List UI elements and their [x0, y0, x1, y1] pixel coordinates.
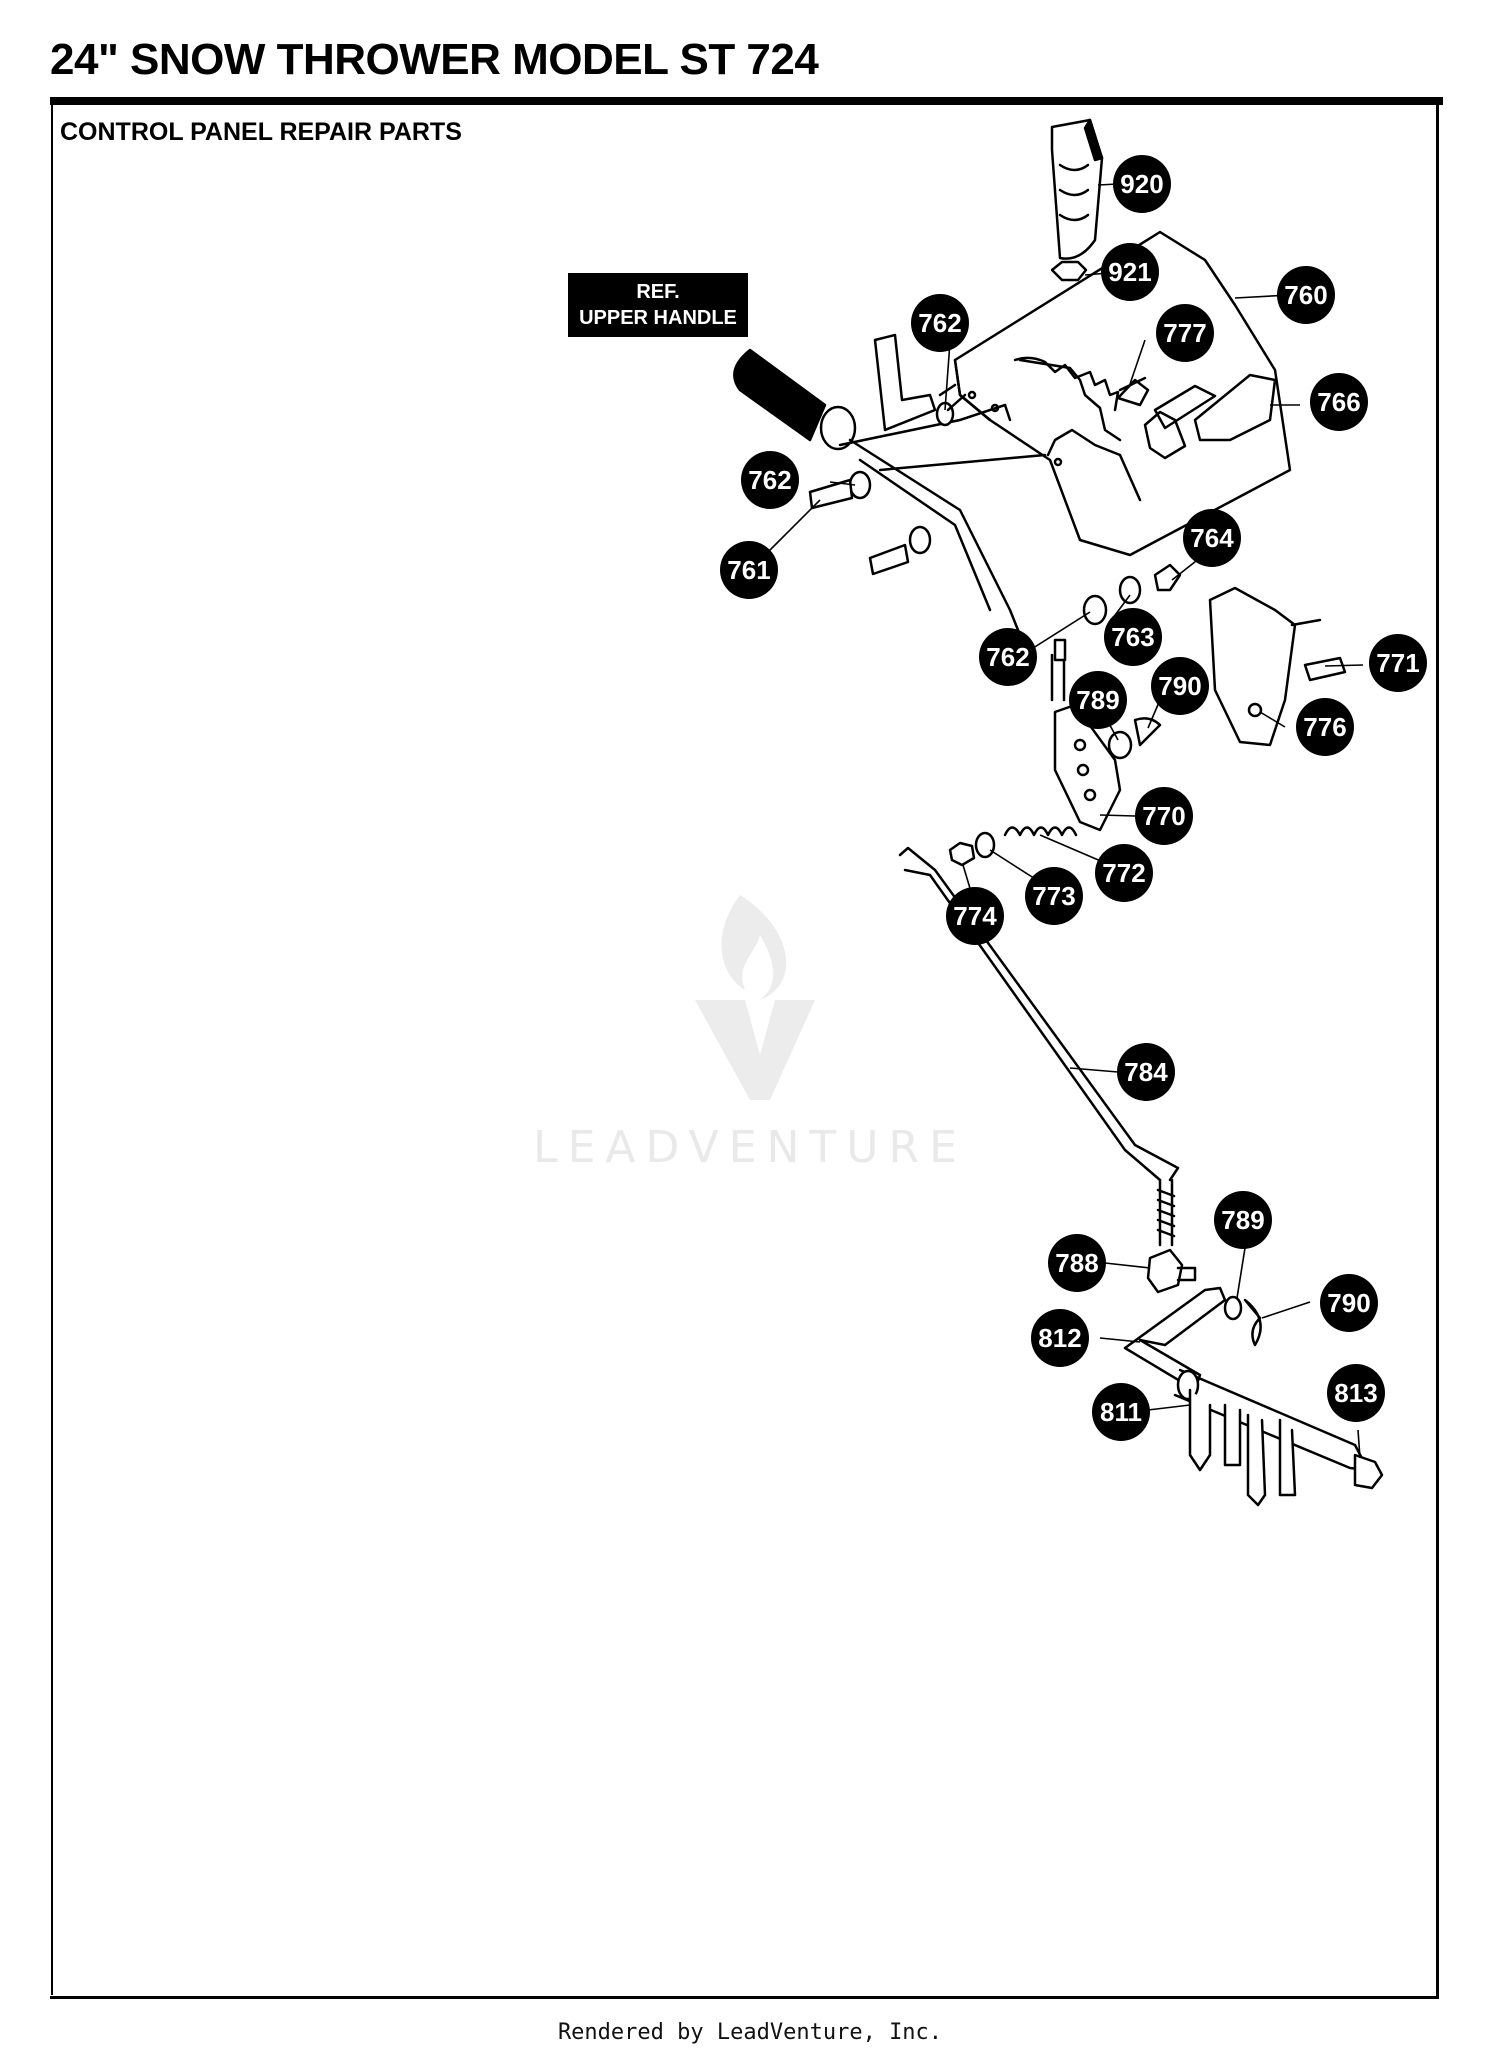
svg-text:784: 784: [1124, 1057, 1168, 1087]
callout-772[interactable]: 772: [1095, 844, 1153, 902]
callout-776[interactable]: 776: [1296, 698, 1354, 756]
svg-text:789: 789: [1076, 685, 1119, 715]
knob-nut: [1050, 260, 1088, 282]
callout-766[interactable]: 766: [1310, 373, 1368, 431]
callout-921[interactable]: 921: [1101, 243, 1159, 301]
shift-fork-right: [1246, 1413, 1297, 1507]
shift-fork-left: [1188, 1388, 1242, 1472]
callout-762-lower[interactable]: 762: [979, 628, 1037, 686]
reference-label-line2: UPPER HANDLE: [579, 307, 737, 329]
svg-text:762: 762: [748, 465, 791, 495]
svg-text:790: 790: [1327, 1288, 1370, 1318]
svg-text:773: 773: [1032, 881, 1075, 911]
svg-text:762: 762: [986, 642, 1029, 672]
callout-811[interactable]: 811: [1092, 1383, 1150, 1441]
callout-770[interactable]: 770: [1135, 787, 1193, 845]
svg-text:766: 766: [1317, 387, 1360, 417]
callout-920[interactable]: 920: [1113, 155, 1171, 213]
svg-text:764: 764: [1190, 523, 1234, 553]
svg-text:812: 812: [1038, 1323, 1081, 1353]
handle-bar: [838, 403, 1047, 637]
callout-813[interactable]: 813: [1327, 1364, 1385, 1422]
svg-text:762: 762: [918, 308, 961, 338]
callout-771[interactable]: 771: [1369, 634, 1427, 692]
callout-812[interactable]: 812: [1031, 1309, 1089, 1367]
svg-text:790: 790: [1158, 671, 1201, 701]
svg-text:788: 788: [1055, 1248, 1098, 1278]
svg-text:760: 760: [1284, 280, 1327, 310]
callout-764[interactable]: 764: [1183, 509, 1241, 567]
callout-790-upper[interactable]: 790: [1151, 657, 1209, 715]
svg-text:777: 777: [1163, 318, 1206, 348]
svg-text:921: 921: [1108, 257, 1151, 287]
callout-788[interactable]: 788: [1048, 1234, 1106, 1292]
screw-777: [1116, 376, 1150, 407]
footer-credit: Rendered by LeadVenture, Inc.: [557, 2020, 943, 2045]
svg-text:761: 761: [727, 555, 770, 585]
shift-knob: [1050, 118, 1104, 260]
reference-label-upper-handle: REF. UPPER HANDLE: [568, 273, 748, 337]
shift-rod-784: [898, 846, 1180, 1182]
callout-774[interactable]: 774: [946, 887, 1004, 945]
title-rule: [50, 97, 1443, 105]
svg-text:772: 772: [1102, 858, 1145, 888]
bolt-lower: [868, 543, 910, 576]
nut-813: [1353, 1453, 1384, 1490]
nut-764: [1153, 563, 1182, 592]
detent-rod: [1050, 653, 1066, 702]
watermark: LEADVENTURE: [533, 895, 967, 1173]
bolt-761: [808, 478, 854, 510]
leadventure-flame-logo-icon: [695, 895, 815, 1100]
svg-text:763: 763: [1111, 622, 1154, 652]
watermark-text: LEADVENTURE: [533, 1122, 967, 1173]
svg-text:789: 789: [1221, 1205, 1264, 1235]
parts-linework: [733, 118, 1384, 1507]
ferrule-788: [1146, 1248, 1184, 1294]
svg-text:811: 811: [1100, 1397, 1142, 1427]
svg-text:920: 920: [1120, 169, 1163, 199]
section-heading: CONTROL PANEL REPAIR PARTS: [60, 118, 462, 146]
callout-789-lower[interactable]: 789: [1214, 1191, 1272, 1249]
svg-text:813: 813: [1334, 1378, 1377, 1408]
callout-784[interactable]: 784: [1117, 1043, 1175, 1101]
callout-773[interactable]: 773: [1025, 867, 1083, 925]
callout-762-top[interactable]: 762: [911, 294, 969, 352]
callout-761[interactable]: 761: [720, 541, 778, 599]
upper-handle-grip: [733, 333, 937, 451]
svg-text:776: 776: [1303, 712, 1346, 742]
reference-label-line1: REF.: [636, 281, 679, 303]
diagram-frame: [50, 97, 1439, 1999]
svg-text:770: 770: [1142, 801, 1185, 831]
nut-774: [948, 841, 976, 867]
callout-777[interactable]: 777: [1156, 304, 1214, 362]
svg-text:774: 774: [953, 901, 997, 931]
callout-762-left[interactable]: 762: [741, 451, 799, 509]
spring-772: [1003, 826, 1078, 837]
cover-plate: [1208, 586, 1297, 747]
svg-text:771: 771: [1376, 648, 1419, 678]
shift-arm-812: [1123, 1286, 1227, 1392]
callouts: 920 921 760 762 777 766 762 761 764 763 …: [720, 155, 1427, 1441]
decal: [1143, 373, 1277, 460]
callout-763[interactable]: 763: [1104, 608, 1162, 666]
callout-789-upper[interactable]: 789: [1069, 671, 1127, 729]
bolt-771: [1303, 656, 1347, 682]
page-title: 24" SNOW THROWER MODEL ST 724: [50, 35, 819, 84]
callout-760[interactable]: 760: [1277, 266, 1335, 324]
callout-790-lower[interactable]: 790: [1320, 1274, 1378, 1332]
frame-left-edge: [51, 105, 53, 1995]
